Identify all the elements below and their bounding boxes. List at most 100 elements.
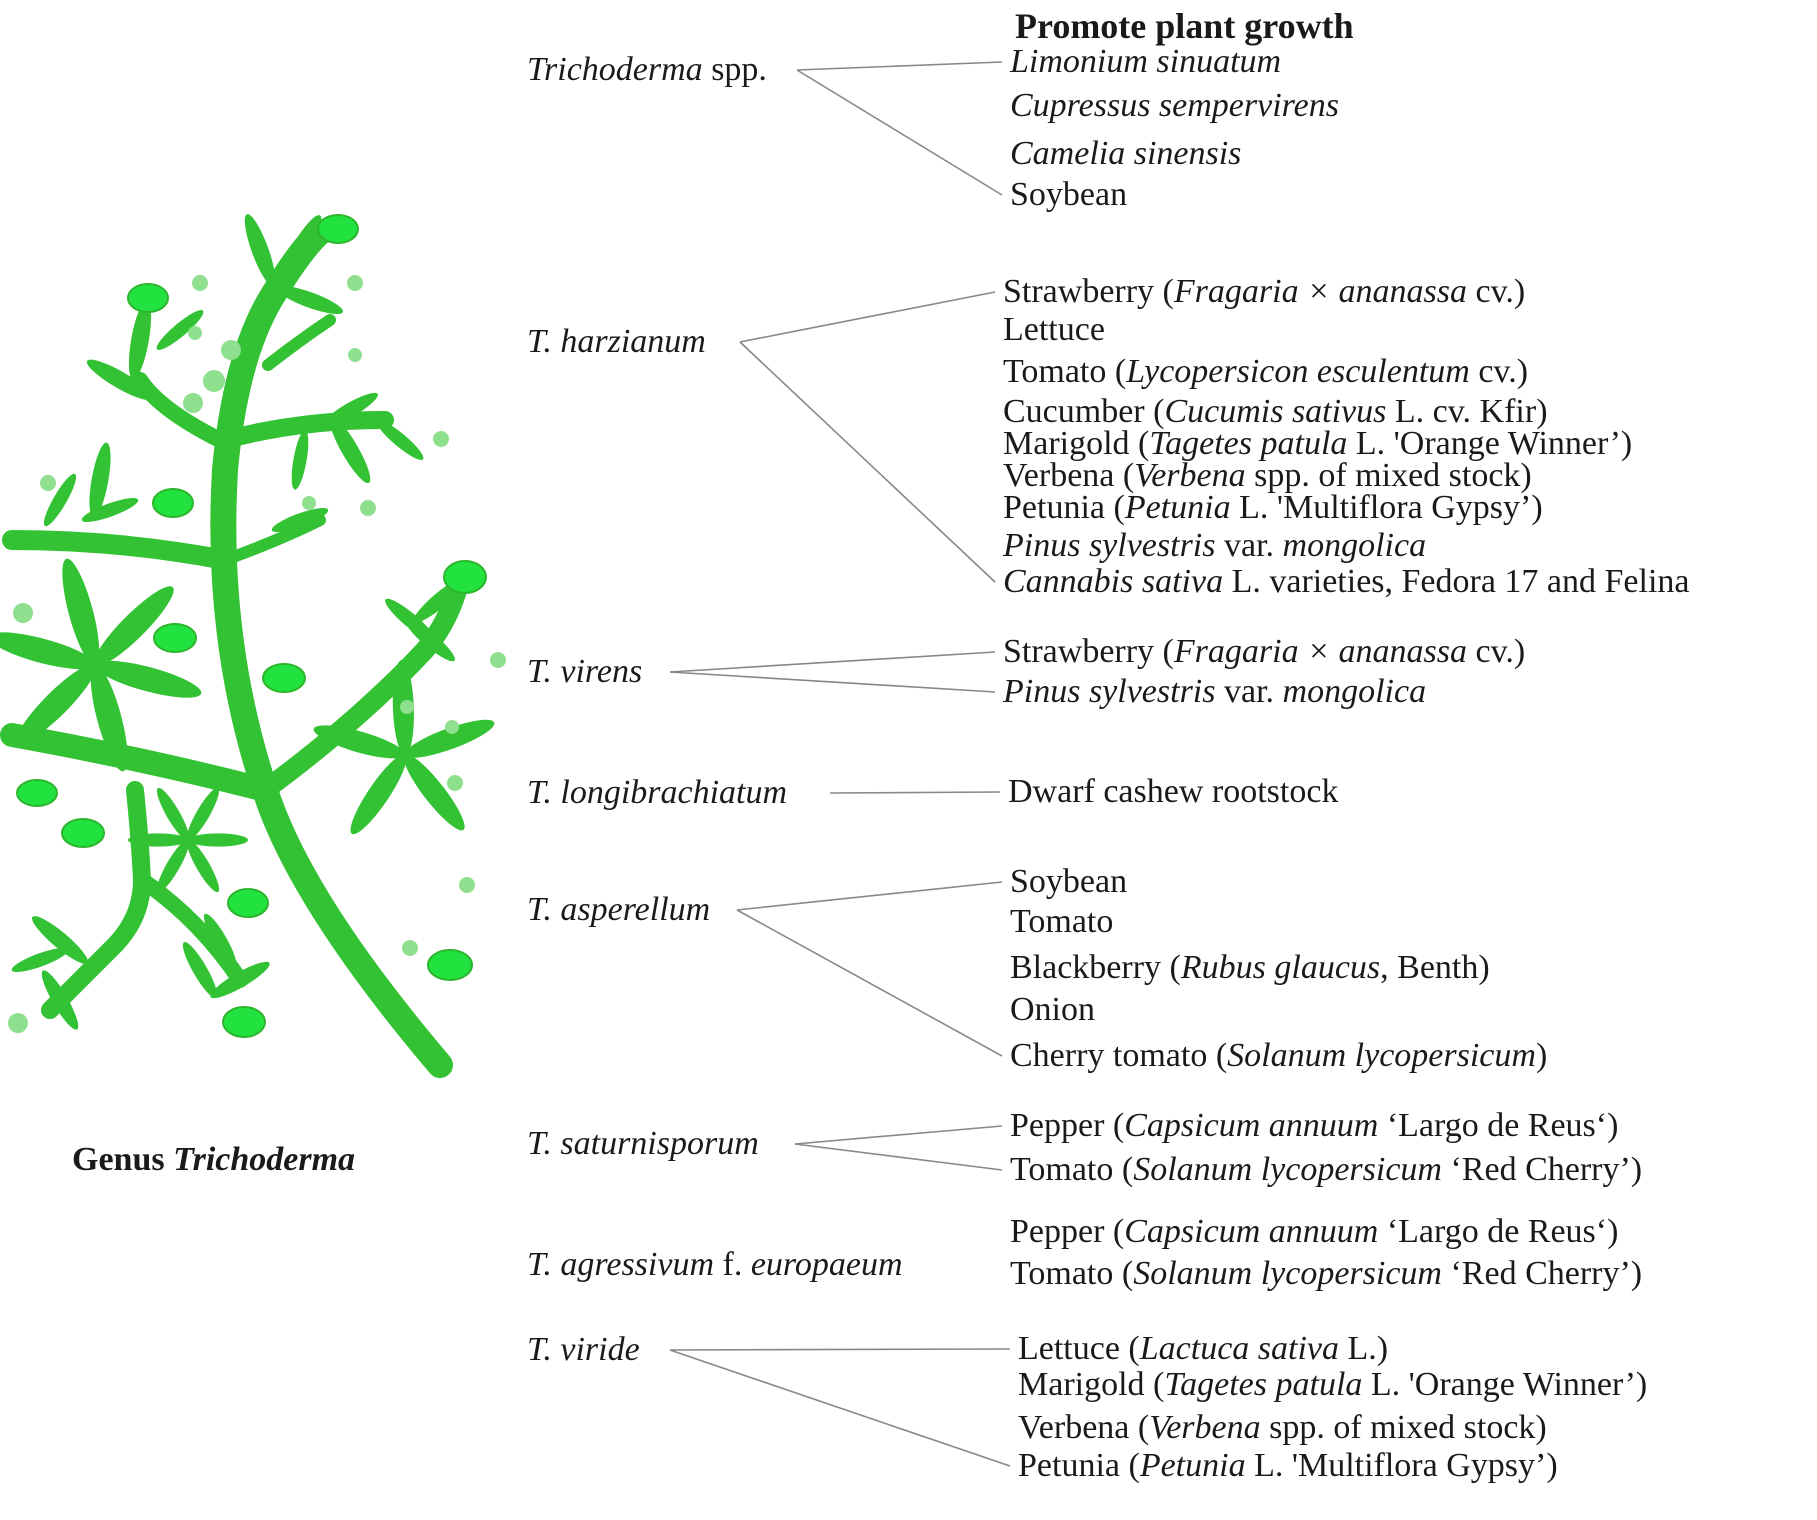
text: Verbena ( [1018, 1409, 1150, 1446]
phialide [62, 558, 100, 666]
conidium [188, 326, 202, 340]
conidium [203, 370, 225, 392]
text: Strawberry ( [1003, 273, 1174, 310]
italic-text: Capsicum annuum [1124, 1107, 1379, 1144]
italic-text: Cucumis sativus [1164, 393, 1387, 430]
phialide [244, 214, 276, 286]
conidium [459, 877, 475, 893]
plant-entry: Petunia (Petunia L. 'Multiflora Gypsy’) [1003, 488, 1543, 528]
species-name: T. longibrachiatum [527, 774, 788, 811]
text: Lettuce [1003, 311, 1105, 348]
hypha-branch [134, 872, 248, 988]
text: L. cv. Kfir) [1386, 393, 1548, 430]
genus-name: Trichoderma [173, 1141, 356, 1178]
text: Verbena ( [1003, 457, 1135, 494]
text: L. 'Orange Winner’) [1362, 1366, 1648, 1403]
italic-text: Verbena [1134, 457, 1246, 494]
phialide [128, 300, 152, 380]
conidium [40, 475, 56, 491]
plant-entry: Tomato (Lycopersicon esculentum cv.) [1003, 352, 1528, 392]
species-name: Trichoderma [527, 51, 703, 88]
species-name: T. harzianum [527, 323, 706, 360]
italic-text: Tagetes patula [1149, 425, 1348, 462]
italic-text: Verbena [1149, 1409, 1261, 1446]
hypha-branch [132, 372, 228, 448]
text: Strawberry ( [1003, 633, 1174, 670]
connector-line [736, 909, 1003, 1057]
text: spp. of mixed stock) [1245, 457, 1532, 494]
phialide [186, 787, 220, 841]
phialide [81, 498, 139, 522]
conidium [348, 348, 362, 362]
conidium [317, 214, 359, 244]
phialide [0, 632, 96, 670]
italic-text: Solanum lycopersicum [1227, 1037, 1536, 1074]
phialide [86, 359, 154, 401]
hypha-branch [0, 723, 277, 802]
phialide [89, 442, 111, 518]
conidium [152, 488, 194, 518]
connector-lines [669, 61, 1011, 1467]
italic-text: Pinus sylvestris [1003, 527, 1216, 564]
italic-text: mongolica [1282, 673, 1427, 710]
phialide [16, 664, 96, 744]
species-label: T. viride [527, 1330, 640, 1370]
phialide [186, 839, 220, 893]
phialide [350, 754, 407, 835]
text: ‘Red Cherry’) [1441, 1255, 1643, 1292]
text: L.) [1339, 1330, 1389, 1367]
conidium [302, 496, 316, 510]
text: ) [1535, 1037, 1548, 1074]
phialide [90, 664, 128, 772]
main-stem [210, 219, 453, 1078]
connector-line [796, 61, 1003, 71]
italic-text: Solanum lycopersicum [1133, 1255, 1442, 1292]
connector-line [796, 69, 1003, 196]
genus-prefix: Genus [72, 1141, 174, 1178]
conidium [402, 940, 418, 956]
conidium [153, 623, 197, 653]
text: Petunia ( [1003, 489, 1125, 526]
hypha-branch [2, 530, 235, 570]
genus-label: Genus Trichoderma [72, 1140, 355, 1180]
connector-line [829, 791, 1001, 794]
phialide [41, 970, 79, 1030]
text: var. [1215, 527, 1283, 564]
species-label: T. asperellum [527, 890, 710, 930]
italic-text: Fragaria × ananassa [1173, 633, 1467, 670]
phialide [322, 392, 378, 428]
phialide [128, 833, 188, 847]
phialide [277, 286, 343, 314]
phialide [188, 833, 248, 847]
italic-text: Cupressus sempervirens [1010, 87, 1339, 124]
italic-text: Tagetes patula [1164, 1366, 1363, 1403]
phialide [313, 725, 406, 759]
connector-line [739, 291, 996, 343]
text: Dwarf cashew rootstock [1008, 773, 1339, 810]
species-name: T. virens [527, 653, 643, 690]
hypha-branch [262, 314, 336, 371]
phialide [376, 420, 424, 460]
species-name: T. viride [527, 1331, 640, 1368]
species-label: T. virens [527, 652, 642, 692]
trichoderma-illustration [0, 214, 506, 1078]
plant-entry: Tomato [1010, 902, 1113, 942]
phialide [278, 215, 322, 285]
text: Soybean [1010, 176, 1128, 213]
italic-text: Cannabis sativa [1003, 563, 1224, 600]
connector-line [669, 1349, 1011, 1467]
italic-text: Petunia [1139, 1447, 1246, 1484]
text: Tomato ( [1010, 1255, 1134, 1292]
conidium [61, 818, 105, 848]
text: Tomato [1010, 903, 1114, 940]
conidium [262, 663, 306, 693]
text: ‘Largo de Reus‘) [1378, 1107, 1619, 1144]
text: L. 'Multiflora Gypsy’) [1245, 1447, 1558, 1484]
text: Tomato ( [1003, 353, 1127, 390]
phialide [11, 948, 69, 972]
text: ‘Largo de Reus‘) [1378, 1213, 1619, 1250]
connector-line [794, 1125, 1003, 1145]
plant-entry: Pepper (Capsicum annuum ‘Largo de Reus‘) [1010, 1212, 1618, 1252]
text: L. 'Orange Winner’) [1347, 425, 1633, 462]
